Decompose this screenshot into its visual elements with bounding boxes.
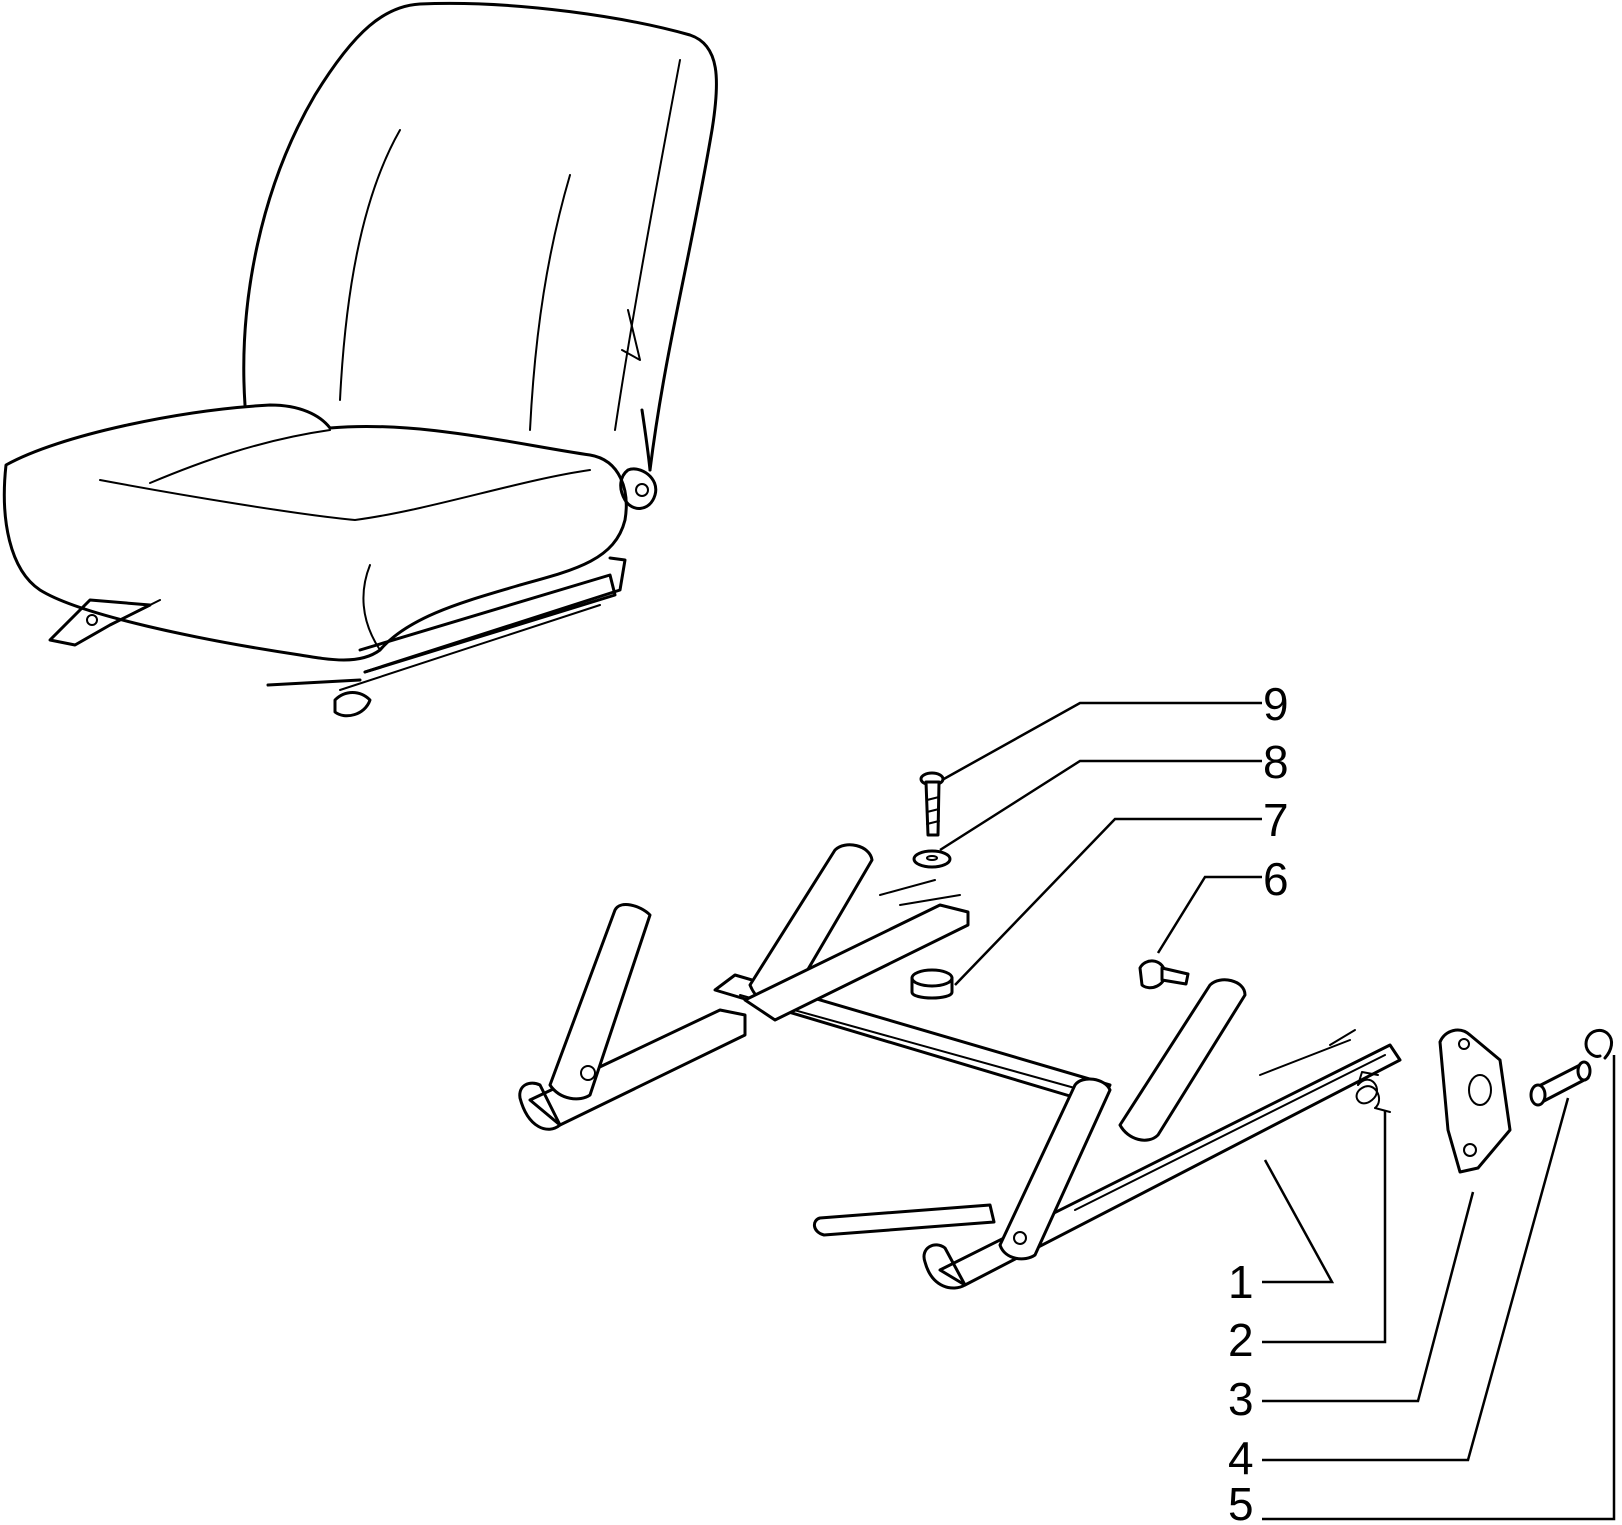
leader-8 xyxy=(939,759,1262,852)
leader-1 xyxy=(1262,1159,1335,1284)
part-7-bushing xyxy=(910,968,954,1000)
callout-7: 7 xyxy=(1263,794,1289,846)
callout-6: 6 xyxy=(1263,853,1289,905)
leader-9 xyxy=(941,701,1262,782)
part-9-screw xyxy=(919,771,945,837)
part-5-clip xyxy=(1584,1028,1614,1060)
leader-6 xyxy=(1156,875,1262,954)
callout-9: 9 xyxy=(1263,678,1289,730)
callout-2: 2 xyxy=(1228,1314,1254,1366)
leader-5 xyxy=(1262,1055,1616,1521)
part-4-pin xyxy=(1529,1060,1592,1107)
seat-frame-illustration xyxy=(518,843,1402,1290)
leader-3 xyxy=(1262,1191,1475,1403)
callout-4: 4 xyxy=(1228,1432,1254,1484)
part-3-bracket xyxy=(1438,1028,1512,1174)
leader-lines xyxy=(939,701,1616,1521)
callout-8: 8 xyxy=(1263,736,1289,788)
leader-4 xyxy=(1262,1097,1570,1462)
callout-3: 3 xyxy=(1228,1373,1254,1425)
part-8-washer xyxy=(912,849,952,869)
part-6-bolt xyxy=(1138,959,1190,990)
callout-1: 1 xyxy=(1228,1256,1254,1308)
seat-assembly-illustration xyxy=(2,1,718,718)
part-2-spring xyxy=(1355,1071,1391,1113)
callout-5: 5 xyxy=(1228,1478,1254,1525)
leader-7 xyxy=(954,817,1262,986)
callout-labels: 9 8 7 6 1 2 3 4 5 xyxy=(1228,678,1289,1525)
leader-2 xyxy=(1262,1110,1387,1344)
